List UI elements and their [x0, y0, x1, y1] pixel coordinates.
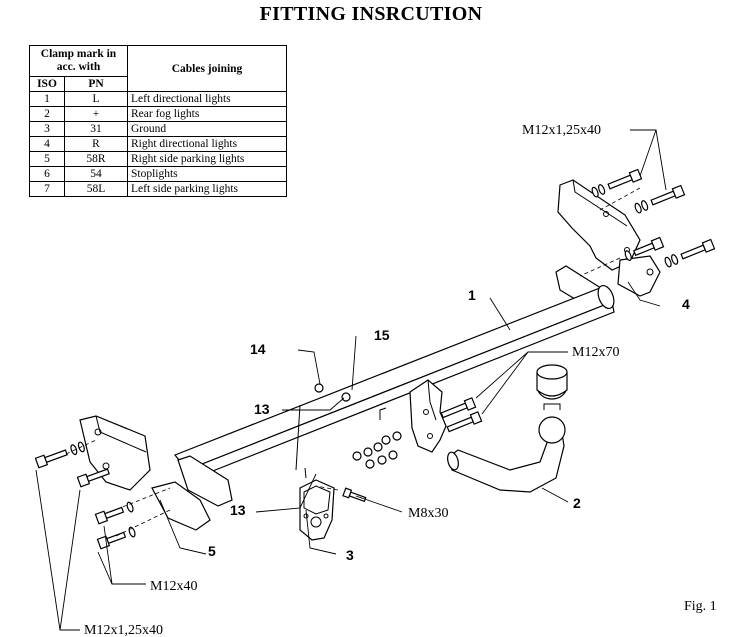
socket-plate: [299, 479, 335, 541]
table-subheader-row: ISO PN: [29, 76, 287, 92]
table-row: 5 58R Right side parking lights: [29, 151, 287, 167]
tow-ball: [447, 364, 568, 493]
center-bracket: [409, 379, 447, 453]
page-title: FITTING INSRCUTION: [259, 3, 483, 25]
label-bolt-m12x40: M12x40: [150, 579, 197, 594]
cable-cell: Left side parking lights: [127, 181, 287, 197]
label-bolt-m12x70: M12x70: [572, 345, 619, 360]
cable-cell: Right side parking lights: [127, 151, 287, 167]
label-part-5: 5: [208, 543, 216, 559]
label-part-14: 14: [250, 341, 266, 357]
pn-cell: 58R: [64, 151, 128, 167]
m12x70-bolts: [440, 397, 483, 433]
label-part-13-upper: 13: [254, 401, 270, 417]
wiring-table: Clamp mark in acc. with Cables joining I…: [29, 45, 287, 197]
label-bolt-top-right: M12x1,25x40: [522, 123, 601, 138]
small-nuts: [314, 383, 351, 402]
label-part-13-lower: 13: [230, 502, 246, 518]
label-part-15: 15: [374, 327, 390, 343]
label-part-2: 2: [573, 495, 581, 511]
leader-lines: [35, 129, 667, 631]
label-bolt-bottom-left: M12x1,25x40: [84, 623, 163, 637]
m8x30-screw: [342, 487, 367, 503]
label-bolt-m8x30: M8x30: [408, 506, 448, 521]
header-pn: PN: [64, 76, 128, 92]
table-row: 3 31 Ground: [29, 121, 287, 137]
table-row: 7 58L Left side parking lights: [29, 181, 287, 197]
label-part-1: 1: [468, 287, 476, 303]
center-nuts: [352, 431, 402, 469]
label-part-4: 4: [682, 296, 690, 312]
label-part-3: 3: [346, 547, 354, 563]
table-row: 4 R Right directional lights: [29, 136, 287, 152]
assembly-axis-lines: [65, 187, 641, 537]
header-clamp-mark: Clamp mark in acc. with: [29, 45, 128, 77]
table-row: 2 + Rear fog lights: [29, 106, 287, 122]
left-bracket: [79, 415, 233, 531]
figure-caption: Fig. 1: [684, 599, 717, 614]
top-right-bolts: [591, 168, 716, 268]
